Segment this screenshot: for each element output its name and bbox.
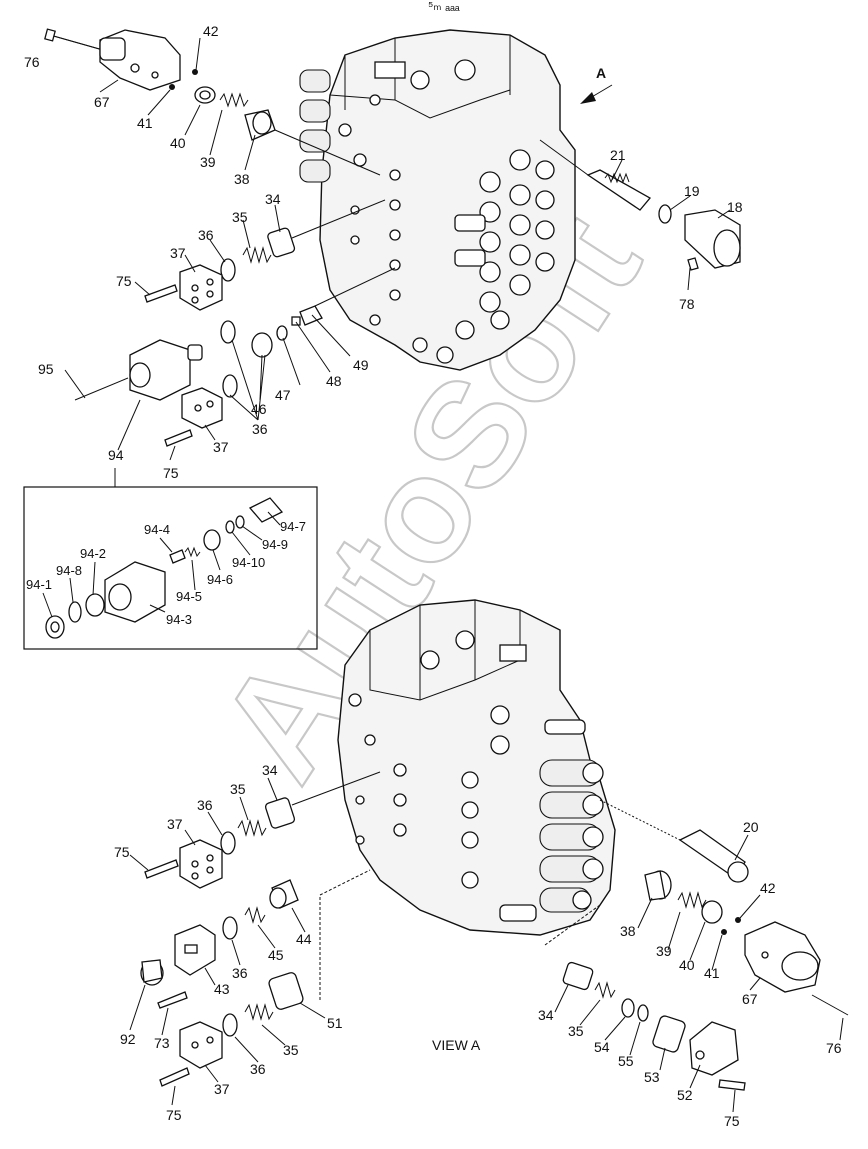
label-35-l-b: 35: [283, 1042, 299, 1058]
label-49: 49: [353, 357, 369, 373]
label-67: 67: [94, 94, 110, 110]
label-75-l: 75: [114, 844, 130, 860]
label-94-4: 94-4: [144, 522, 170, 537]
label-52-l: 52: [677, 1087, 693, 1103]
label-38-l: 38: [620, 923, 636, 939]
label-75-l-b: 75: [166, 1107, 182, 1123]
label-20-l: 20: [743, 819, 759, 835]
label-35-l-c: 35: [568, 1023, 584, 1039]
label-48: 48: [326, 373, 342, 389]
view-arrow-a: A: [580, 65, 613, 104]
label-42: 42: [203, 23, 219, 39]
label-36-l-b: 36: [232, 965, 248, 981]
label-94-1: 94-1: [26, 577, 52, 592]
label-34-l: 34: [262, 762, 278, 778]
label-34: 34: [265, 191, 281, 207]
label-78: 78: [679, 296, 695, 312]
label-39-l: 39: [656, 943, 672, 959]
label-34-l-b: 34: [538, 1007, 554, 1023]
label-42-l: 42: [760, 880, 776, 896]
label-76-l: 76: [826, 1040, 842, 1056]
label-75-b: 75: [163, 465, 179, 481]
label-94-6: 94-6: [207, 572, 233, 587]
label-55-l: 55: [618, 1053, 634, 1069]
label-73-l: 73: [154, 1035, 170, 1051]
label-53-l: 53: [644, 1069, 660, 1085]
label-94-5: 94-5: [176, 589, 202, 604]
label-36-b: 36: [252, 421, 268, 437]
label-44-l: 44: [296, 931, 312, 947]
label-37: 37: [170, 245, 186, 261]
label-47: 47: [275, 387, 291, 403]
label-36: 36: [198, 227, 214, 243]
upper-labels: 76 42 67 41 40 39 38 21 19 18 78 34 35 3…: [24, 23, 743, 481]
label-94-10: 94-10: [232, 555, 265, 570]
label-37-b: 37: [213, 439, 229, 455]
label-37-l-b: 37: [214, 1081, 230, 1097]
inset-labels: 94-7 94-9 94-10 94-4 94-2 94-8 94-1 94-5…: [26, 519, 306, 627]
label-94-8: 94-8: [56, 563, 82, 578]
label-92-l: 92: [120, 1031, 136, 1047]
label-51-l: 51: [327, 1015, 343, 1031]
svg-text:A: A: [596, 65, 606, 81]
upper-valve-body: [299, 29, 576, 371]
lower-parts: [129, 771, 849, 1113]
label-45-l: 45: [268, 947, 284, 963]
label-19: 19: [684, 183, 700, 199]
label-37-l: 37: [167, 816, 183, 832]
label-94-2: 94-2: [80, 546, 106, 561]
label-18: 18: [727, 199, 743, 215]
label-39: 39: [200, 154, 216, 170]
label-43-l: 43: [214, 981, 230, 997]
label-41-l: 41: [704, 965, 720, 981]
upper-parts: [44, 28, 741, 487]
label-67-l: 67: [742, 991, 758, 1007]
label-35: 35: [232, 209, 248, 225]
label-21: 21: [610, 147, 626, 163]
lower-valve-body: [337, 599, 616, 936]
header-mark: ⁵ₘ ₐₐₐ: [428, 0, 460, 13]
label-35-l: 35: [230, 781, 246, 797]
label-40: 40: [170, 135, 186, 151]
label-75-l-c: 75: [724, 1113, 740, 1129]
label-36-l-c: 36: [250, 1061, 266, 1077]
label-94-7: 94-7: [280, 519, 306, 534]
lower-labels: 34 35 36 37 75 20 42 38 39 40 41 67 76 4…: [114, 762, 842, 1129]
view-caption: VIEW A: [432, 1037, 481, 1053]
label-94-3: 94-3: [166, 612, 192, 627]
label-38: 38: [234, 171, 250, 187]
label-94-9: 94-9: [262, 537, 288, 552]
label-40-l: 40: [679, 957, 695, 973]
label-76: 76: [24, 54, 40, 70]
inset-94: [23, 486, 318, 650]
label-46: 46: [251, 401, 267, 417]
label-95: 95: [38, 361, 54, 377]
label-41: 41: [137, 115, 153, 131]
label-75: 75: [116, 273, 132, 289]
label-36-l: 36: [197, 797, 213, 813]
label-94: 94: [108, 447, 124, 463]
label-54-l: 54: [594, 1039, 610, 1055]
